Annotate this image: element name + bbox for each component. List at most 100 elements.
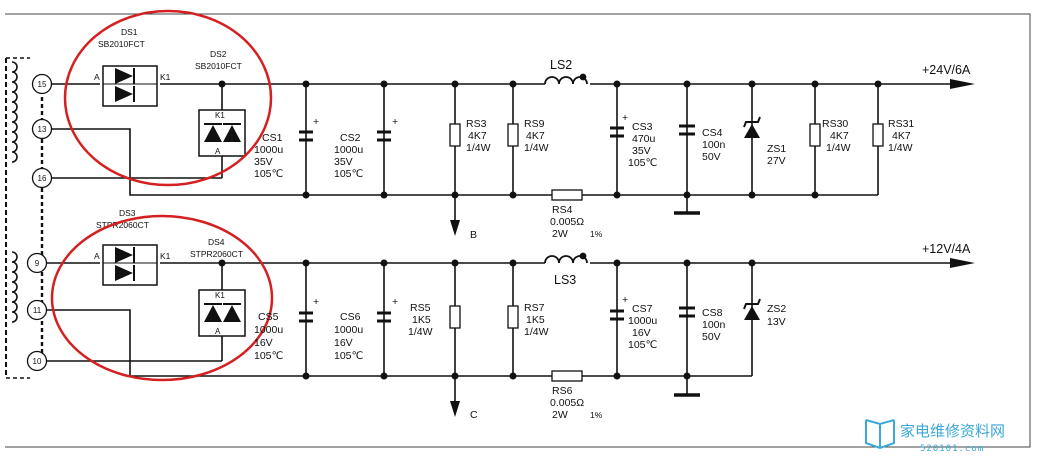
- svg-text:RS4: RS4: [552, 204, 573, 216]
- capacitor-cs7: [610, 309, 624, 321]
- svg-text:CS8: CS8: [702, 307, 723, 319]
- diode-ds4: K1 A DS4 STPR2060CT: [190, 237, 246, 337]
- ds2-part: SB2010FCT: [195, 61, 242, 71]
- resistor-rs30: [809, 123, 821, 147]
- svg-text:1%: 1%: [590, 229, 603, 239]
- svg-text:1000u: 1000u: [254, 324, 283, 336]
- label-ls2: LS2: [550, 58, 572, 72]
- resistor-rs3: [449, 123, 461, 147]
- pin-9-label: 9: [35, 259, 40, 268]
- ds3-pin-a: A: [94, 251, 100, 261]
- label-zs1: ZS1 27V: [767, 143, 786, 167]
- svg-text:50V: 50V: [702, 151, 721, 163]
- svg-text:RS30: RS30: [822, 118, 848, 130]
- svg-text:4K7: 4K7: [830, 130, 849, 142]
- svg-text:105℃: 105℃: [254, 168, 283, 180]
- resistor-rs31: [872, 123, 884, 147]
- ds1-pin-a: A: [94, 72, 100, 82]
- svg-text:100n: 100n: [702, 319, 726, 331]
- ds1-ref: DS1: [121, 27, 138, 37]
- svg-text:0.005Ω: 0.005Ω: [550, 216, 584, 228]
- svg-text:+: +: [392, 296, 398, 308]
- label-rs9: RS9 4K7 1/4W: [524, 118, 549, 154]
- svg-text:+: +: [313, 116, 319, 128]
- svg-text:35V: 35V: [254, 156, 273, 168]
- svg-text:105℃: 105℃: [254, 350, 283, 362]
- svg-text:4K7: 4K7: [526, 130, 545, 142]
- svg-text:ZS1: ZS1: [767, 143, 786, 155]
- svg-text:RS3: RS3: [466, 118, 487, 130]
- inductor-ls3: [544, 252, 588, 264]
- svg-text:1/4W: 1/4W: [408, 326, 433, 338]
- svg-text:CS5: CS5: [258, 311, 279, 323]
- label-rs7: RS7 1K5 1/4W: [524, 302, 549, 338]
- resistor-rs6: [551, 370, 583, 382]
- ground-label-b: B: [470, 229, 477, 241]
- ds3-ref: DS3: [119, 208, 136, 218]
- junction-dots: [218, 80, 882, 380]
- pin-11-label: 11: [33, 306, 42, 315]
- label-cs1: CS1 1000u 35V 105℃: [254, 132, 283, 180]
- svg-text:35V: 35V: [632, 145, 651, 157]
- label-cs8: CS8 100n 50V: [702, 307, 726, 343]
- svg-text:16V: 16V: [334, 337, 353, 349]
- resistor-rs9: [507, 123, 519, 147]
- svg-text:ZS2: ZS2: [767, 303, 786, 315]
- label-rs30: RS30 4K7 1/4W: [822, 118, 851, 154]
- svg-text:4K7: 4K7: [892, 130, 911, 142]
- svg-text:RS7: RS7: [524, 302, 545, 314]
- svg-text:16V: 16V: [632, 327, 651, 339]
- watermark-title: 家电维修资料网: [900, 422, 1005, 440]
- svg-text:1/4W: 1/4W: [524, 142, 549, 154]
- pin-9: 9: [26, 252, 48, 274]
- watermark-url: 520101.com: [920, 444, 984, 454]
- pin-15: 15: [31, 73, 53, 95]
- svg-text:105℃: 105℃: [628, 157, 657, 169]
- ds4-pin-a: A: [215, 327, 221, 336]
- svg-text:105℃: 105℃: [334, 350, 363, 362]
- watermark-logo: 家电维修资料网 520101.com: [865, 419, 1005, 454]
- pin-13-label: 13: [38, 125, 47, 134]
- svg-text:RS5: RS5: [410, 302, 431, 314]
- ground-arrow-b: B: [450, 220, 477, 241]
- svg-text:1%: 1%: [590, 410, 603, 420]
- svg-text:50V: 50V: [702, 331, 721, 343]
- svg-text:RS31: RS31: [888, 118, 914, 130]
- svg-text:CS2: CS2: [340, 132, 361, 144]
- resistors: [449, 123, 884, 382]
- svg-text:1K5: 1K5: [412, 314, 431, 326]
- svg-text:27V: 27V: [767, 155, 786, 167]
- svg-text:CS3: CS3: [632, 121, 653, 133]
- output-label-12v: +12V/4A: [922, 242, 971, 256]
- svg-text:1K5: 1K5: [526, 314, 545, 326]
- ground-label-c: C: [470, 409, 478, 421]
- zener-zs1: [743, 116, 761, 138]
- svg-text:1/4W: 1/4W: [888, 142, 913, 154]
- pin-10: 10: [26, 350, 48, 372]
- ds1-part: SB2010FCT: [98, 39, 145, 49]
- svg-text:+: +: [622, 294, 628, 306]
- svg-text:CS6: CS6: [340, 311, 361, 323]
- label-cs6: CS6 1000u 16V 105℃: [334, 311, 363, 362]
- label-cs2: CS2 1000u 35V 105℃: [334, 132, 363, 180]
- pin-15-label: 15: [38, 80, 47, 89]
- svg-text:0.005Ω: 0.005Ω: [550, 397, 584, 409]
- ds4-pin-k1: K1: [215, 291, 225, 300]
- capacitor-cs5: [299, 311, 313, 323]
- svg-text:1000u: 1000u: [334, 144, 363, 156]
- ds2-pin-a: A: [215, 147, 221, 156]
- pin-10-label: 10: [33, 357, 42, 366]
- svg-text:100n: 100n: [702, 139, 726, 151]
- zener-zs2: [743, 298, 761, 320]
- pin-16: 16: [31, 167, 53, 189]
- svg-text:+: +: [313, 296, 319, 308]
- svg-text:2W: 2W: [552, 228, 568, 240]
- capacitor-cs8: [679, 306, 695, 318]
- svg-text:16V: 16V: [254, 337, 273, 349]
- label-cs3: CS3 470u 35V 105℃: [628, 121, 657, 169]
- capacitor-cs6: [377, 311, 391, 323]
- pin-13: 13: [31, 118, 53, 140]
- highlight-circle-upper: [63, 9, 273, 187]
